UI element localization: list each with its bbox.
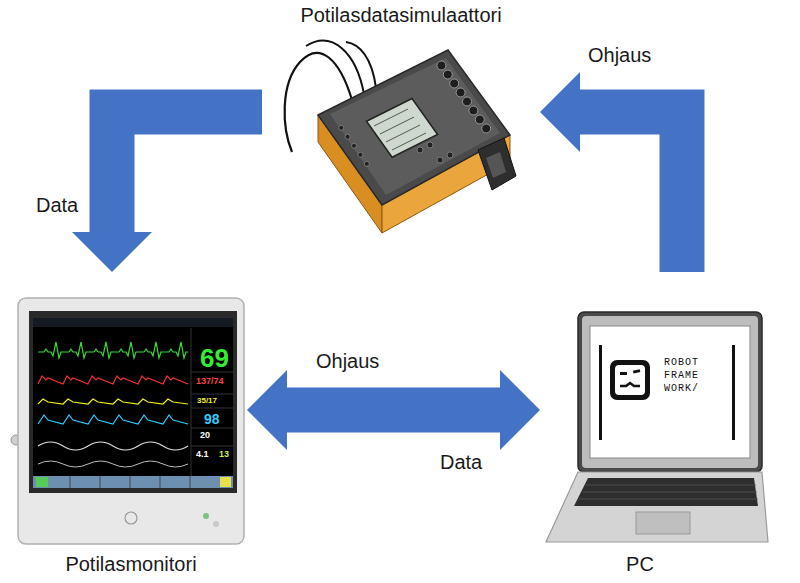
block-arrow — [72, 112, 262, 272]
device-plug — [478, 138, 516, 190]
device-display — [367, 99, 438, 158]
arrow-head — [72, 232, 152, 272]
patient-monitor — [11, 298, 244, 544]
monitor-menu-bar — [33, 476, 233, 488]
spo2-wave — [38, 415, 188, 424]
simulator-device — [285, 41, 516, 233]
logo-bar — [732, 345, 735, 440]
laptop — [546, 312, 768, 542]
vital-reading: 69 — [200, 342, 229, 375]
laptop-base — [546, 472, 768, 542]
simulator-node: Potilasdatasimulaattori — [262, 4, 540, 236]
cable — [346, 42, 376, 88]
cable — [306, 41, 364, 94]
monitor-screen — [33, 318, 233, 488]
logo-text: ROBOT FRAME WORK/ — [664, 356, 708, 395]
arrow-head — [247, 370, 287, 450]
monitor-bezel — [29, 311, 237, 493]
node-label: Potilasmonitori — [61, 553, 200, 576]
node-label: PC — [622, 553, 658, 576]
resp-wave — [38, 461, 188, 467]
monitor-logo — [125, 512, 137, 524]
arrow-label: Ohjaus — [316, 350, 379, 373]
device-top — [318, 50, 510, 205]
block-arrow — [540, 72, 682, 272]
laptop-lid — [578, 312, 762, 472]
arrow-label: Data — [440, 450, 482, 475]
logo-bar — [599, 345, 602, 440]
monitor-housing — [18, 298, 244, 544]
pc-node: PC — [540, 272, 740, 576]
device-panel — [330, 58, 500, 195]
vital-reading: 4.1 — [196, 449, 209, 460]
device-buttons — [339, 125, 453, 166]
arrow-label: Data — [36, 194, 78, 217]
device-knobs — [437, 61, 491, 133]
pressure-wave — [38, 399, 188, 404]
block-arrow — [247, 370, 540, 450]
pressure-wave — [38, 376, 188, 384]
vital-reading: 20 — [200, 430, 210, 441]
ecg-wave — [38, 342, 188, 358]
arrow-shaft — [112, 112, 262, 233]
robot-icon — [610, 360, 650, 400]
resp-wave — [38, 442, 188, 450]
laptop-bezel — [582, 316, 758, 468]
arrow-label: Ohjaus — [588, 44, 651, 67]
arrow-head — [500, 370, 540, 450]
laptop-keyboard — [574, 478, 758, 506]
laptop-touchpad — [636, 512, 690, 534]
vital-reading: 98 — [204, 410, 220, 428]
arrow-shaft — [286, 388, 501, 433]
vital-reading: 137/74 — [196, 376, 224, 387]
node-label: Potilasdatasimulaattori — [296, 4, 505, 27]
device-plug-face — [486, 152, 506, 178]
vital-reading: 35/17 — [197, 396, 217, 406]
laptop-screen — [590, 326, 750, 458]
vital-reading: 13 — [219, 449, 229, 460]
arrow-shaft — [579, 112, 682, 272]
arrow-head — [540, 72, 580, 152]
